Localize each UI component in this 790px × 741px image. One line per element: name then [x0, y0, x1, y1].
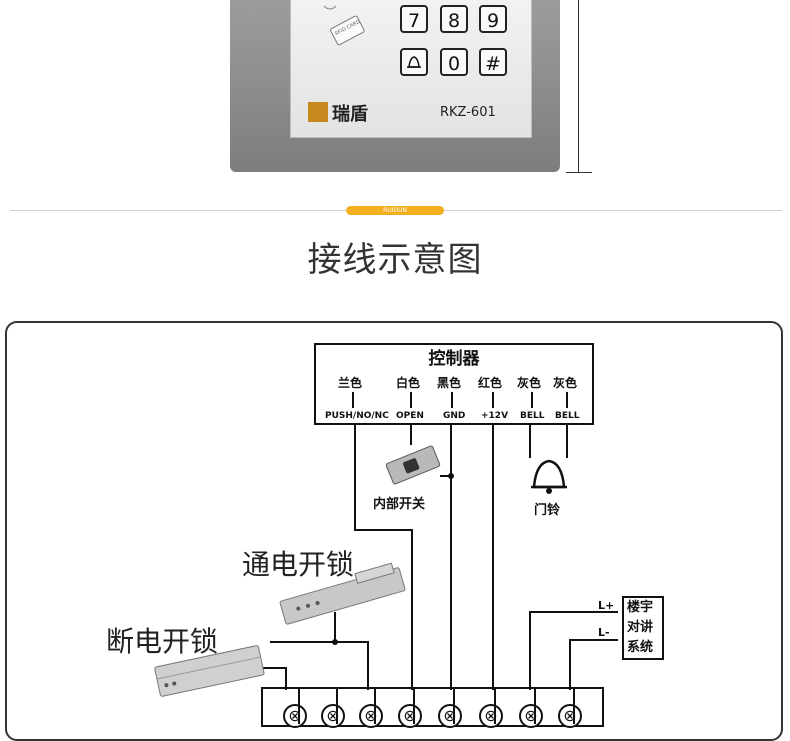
controller-box [314, 343, 594, 425]
wire-color-blue: 兰色 [338, 376, 363, 390]
section-title: 接线示意图 [307, 240, 483, 280]
terminal-label-bell-2: BELL [555, 411, 580, 421]
dimension-tick [566, 172, 592, 173]
internal-switch-label: 内部开关 [373, 497, 426, 512]
wire-color-gray-2: 灰色 [553, 376, 578, 390]
brand-name: 瑞盾 [332, 104, 368, 125]
model-label: RKZ-601 [440, 105, 496, 120]
terminal-label-push: PUSH/NO/NC [325, 411, 389, 421]
intercom-pin-l-minus: L- [598, 626, 610, 639]
divider-badge: RUIDUN [346, 206, 444, 215]
terminal-label-gnd: GND [443, 411, 466, 421]
wiring-lines [263, 392, 618, 690]
terminal-label-12v: +12V [481, 411, 509, 421]
terminal-dividers [298, 687, 575, 724]
rfid-card-icon [323, 5, 365, 46]
terminal-label-open: OPEN [396, 411, 424, 421]
wire-color-red: 红色 [478, 376, 503, 390]
doorbell-icon [531, 459, 567, 494]
dimension-line [578, 0, 579, 172]
controller-title: 控制器 [428, 349, 480, 369]
exit-button-icon [385, 445, 441, 485]
brand-logo-icon [308, 102, 328, 122]
wire-color-white: 白色 [396, 376, 421, 390]
wire-color-gray-1: 灰色 [517, 376, 542, 390]
power-on-lock-icon [279, 562, 406, 625]
key-0[interactable]: 0 [440, 48, 468, 76]
bell-icon [407, 56, 421, 68]
key-bell[interactable] [400, 48, 428, 76]
intercom-pin-l-plus: L+ [598, 599, 615, 612]
wire-color-black: 黑色 [437, 376, 462, 390]
key-8[interactable]: 8 [440, 5, 468, 33]
power-off-lock-label: 断电开锁 [106, 625, 219, 658]
power-off-lock-icon [154, 645, 265, 697]
key-hash[interactable]: # [479, 48, 507, 76]
key-9[interactable]: 9 [479, 5, 507, 33]
intercom-label: 楼宇对讲系统 [627, 600, 654, 655]
bell-label: 门铃 [534, 503, 561, 518]
key-7[interactable]: 7 [400, 5, 428, 33]
power-on-lock-label: 通电开锁 [242, 548, 355, 581]
intercom-box [622, 596, 664, 660]
terminal-label-bell-1: BELL [520, 411, 545, 421]
